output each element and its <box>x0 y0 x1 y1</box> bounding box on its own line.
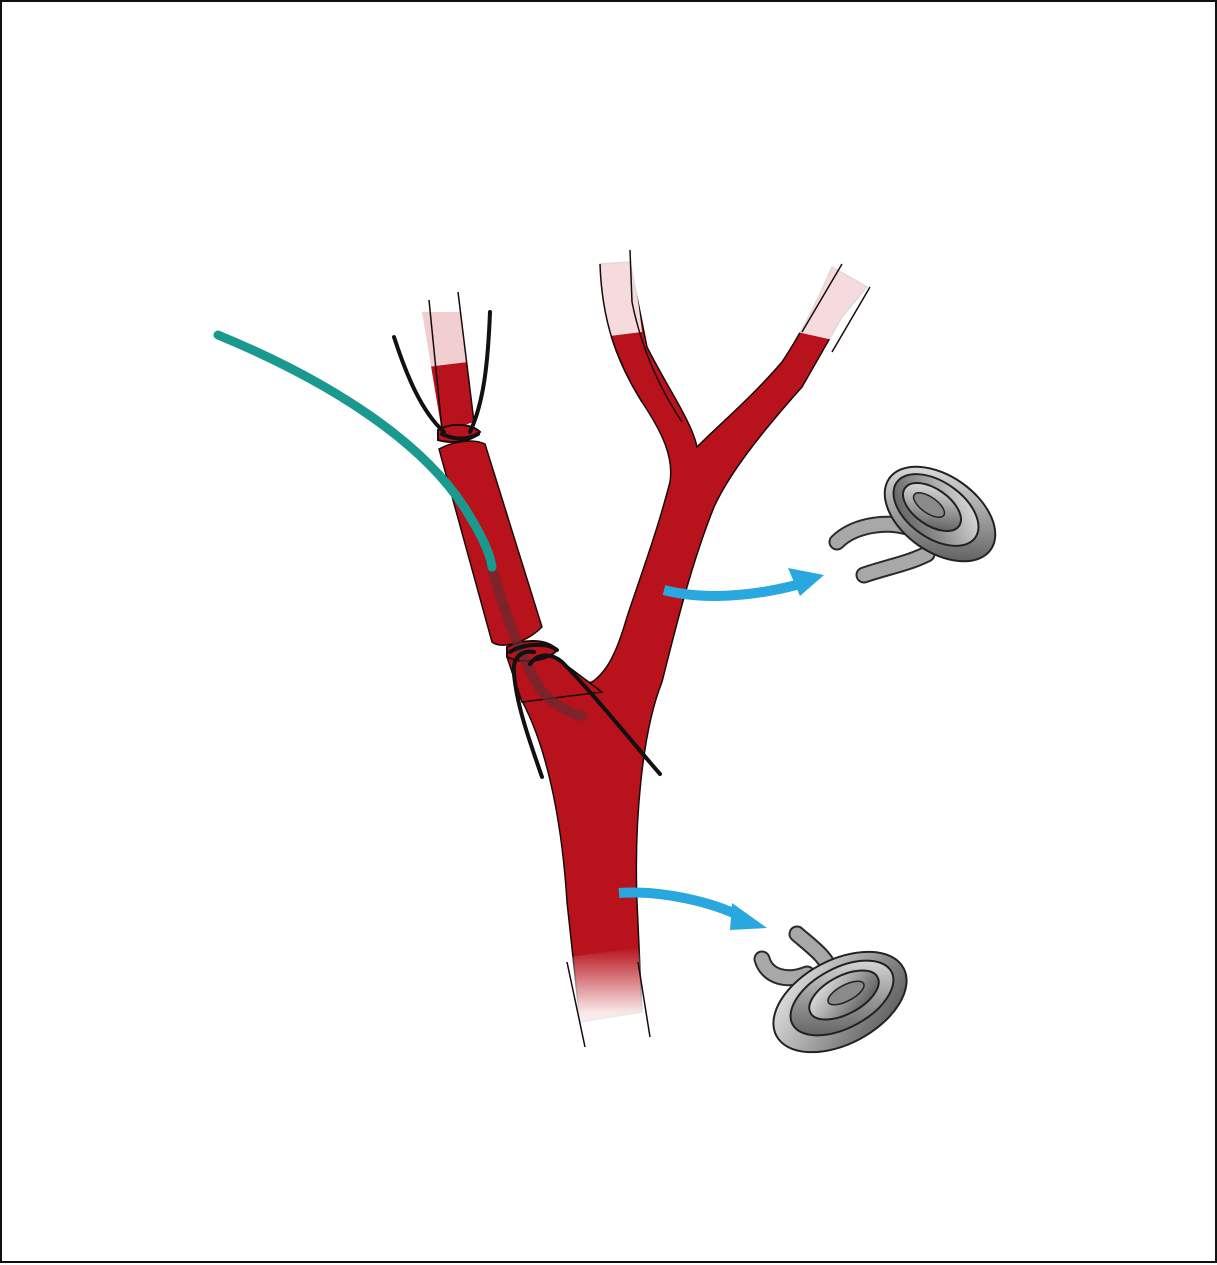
artery-main <box>517 250 874 1047</box>
left-branch-segment <box>439 441 542 645</box>
arrow-lower-head <box>730 903 767 930</box>
spring-clip-upper <box>837 447 1013 580</box>
branch-left-tip-fade <box>598 252 642 337</box>
spring-clip-lower <box>757 931 924 1073</box>
artery-trunk <box>517 262 867 1022</box>
